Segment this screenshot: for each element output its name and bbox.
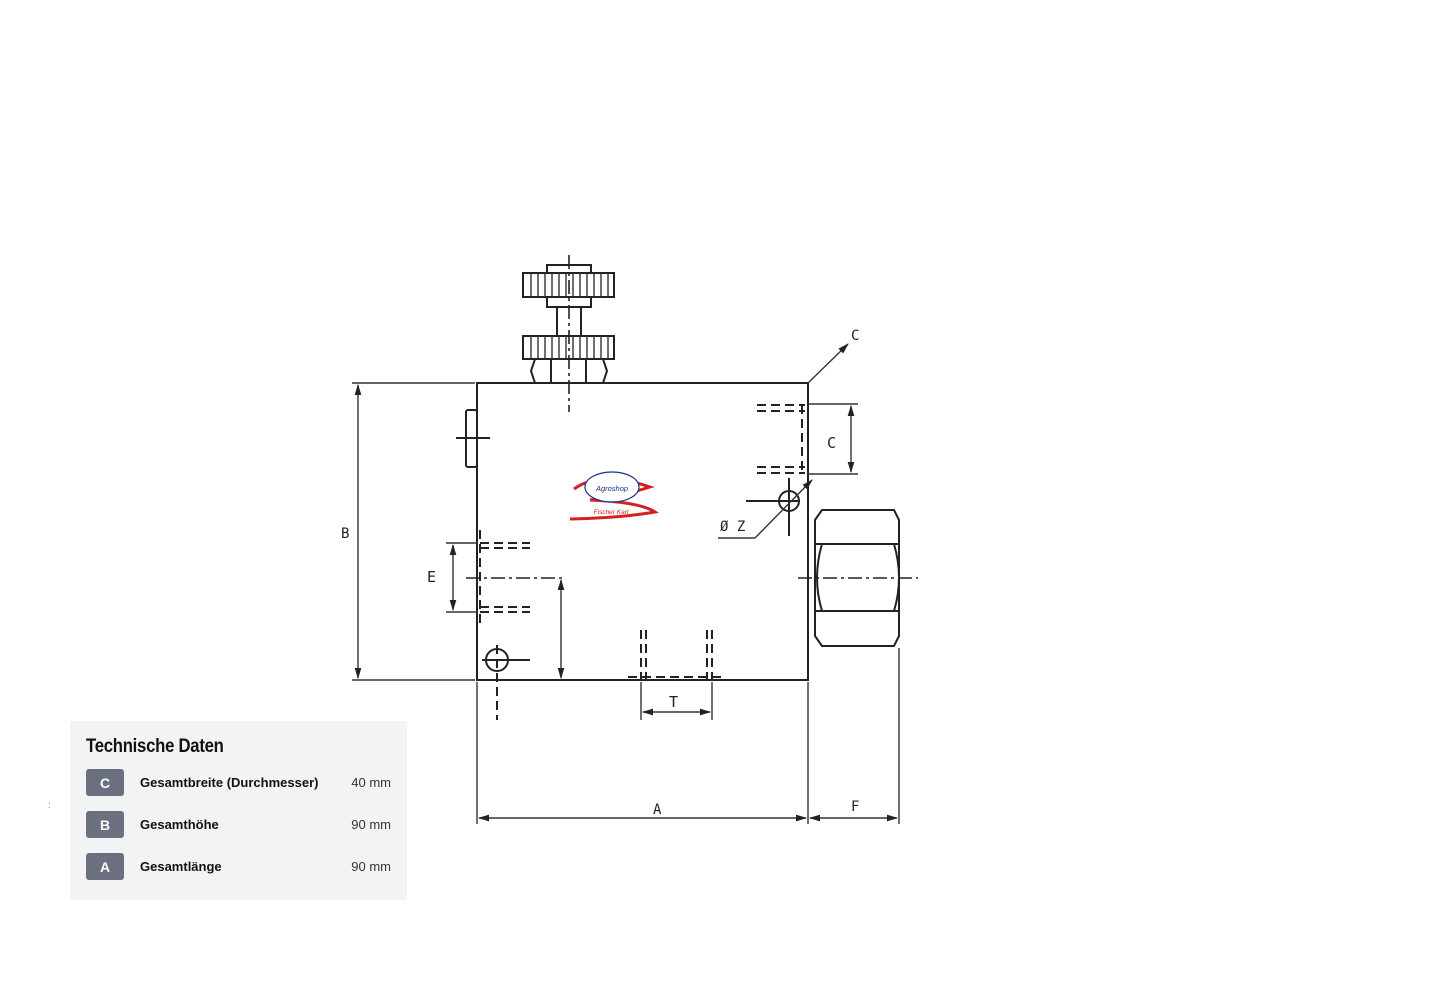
port-c-hidden <box>757 403 858 475</box>
spec-value-height: 90 mm <box>351 817 391 832</box>
leader-top-chamfer <box>807 343 849 384</box>
port-e-hidden <box>446 530 566 680</box>
port-t-hidden <box>628 630 726 720</box>
label-diameter: Ø Z <box>720 519 745 535</box>
label-side-port: E <box>427 568 436 586</box>
dimension-height <box>352 382 475 681</box>
agroshop-logo: Agroshop Fischer Karl <box>569 471 659 521</box>
label-port-height: C <box>827 434 836 452</box>
spec-row-width: C Gesamtbreite (Durchmesser) 40 mm <box>86 769 391 796</box>
side-plug <box>456 409 490 468</box>
technical-data-panel: Technische Daten C Gesamtbreite (Durchme… <box>70 721 407 900</box>
spec-label-length: Gesamtlänge <box>140 859 222 874</box>
panel-title: Technische Daten <box>86 736 224 757</box>
mounting-hole <box>482 645 530 720</box>
spec-label-width: Gesamtbreite (Durchmesser) <box>140 775 319 790</box>
logo-text-top: Agroshop <box>595 484 628 493</box>
label-overall-length: A <box>653 802 662 818</box>
badge-b: B <box>86 811 124 838</box>
label-top-chamfer: C <box>851 328 859 344</box>
spec-row-length: A Gesamtlänge 90 mm <box>86 853 391 880</box>
spec-value-length: 90 mm <box>351 859 391 874</box>
badge-a: A <box>86 853 124 880</box>
spec-value-width: 40 mm <box>351 775 391 790</box>
label-nut-width: F <box>851 799 859 815</box>
spec-row-height: B Gesamthöhe 90 mm <box>86 811 391 838</box>
logo-text-bottom: Fischer Karl <box>594 509 629 516</box>
diameter-hole <box>718 478 813 539</box>
label-overall-height: B <box>341 526 349 542</box>
valve-body <box>476 382 809 681</box>
stray-mark: : <box>48 800 51 811</box>
label-bottom-port: T <box>669 693 678 711</box>
hex-nut-fitting <box>798 509 918 647</box>
adjustment-knob <box>522 255 615 412</box>
badge-c: C <box>86 769 124 796</box>
spec-label-height: Gesamthöhe <box>140 817 219 832</box>
dimension-length <box>476 648 900 824</box>
